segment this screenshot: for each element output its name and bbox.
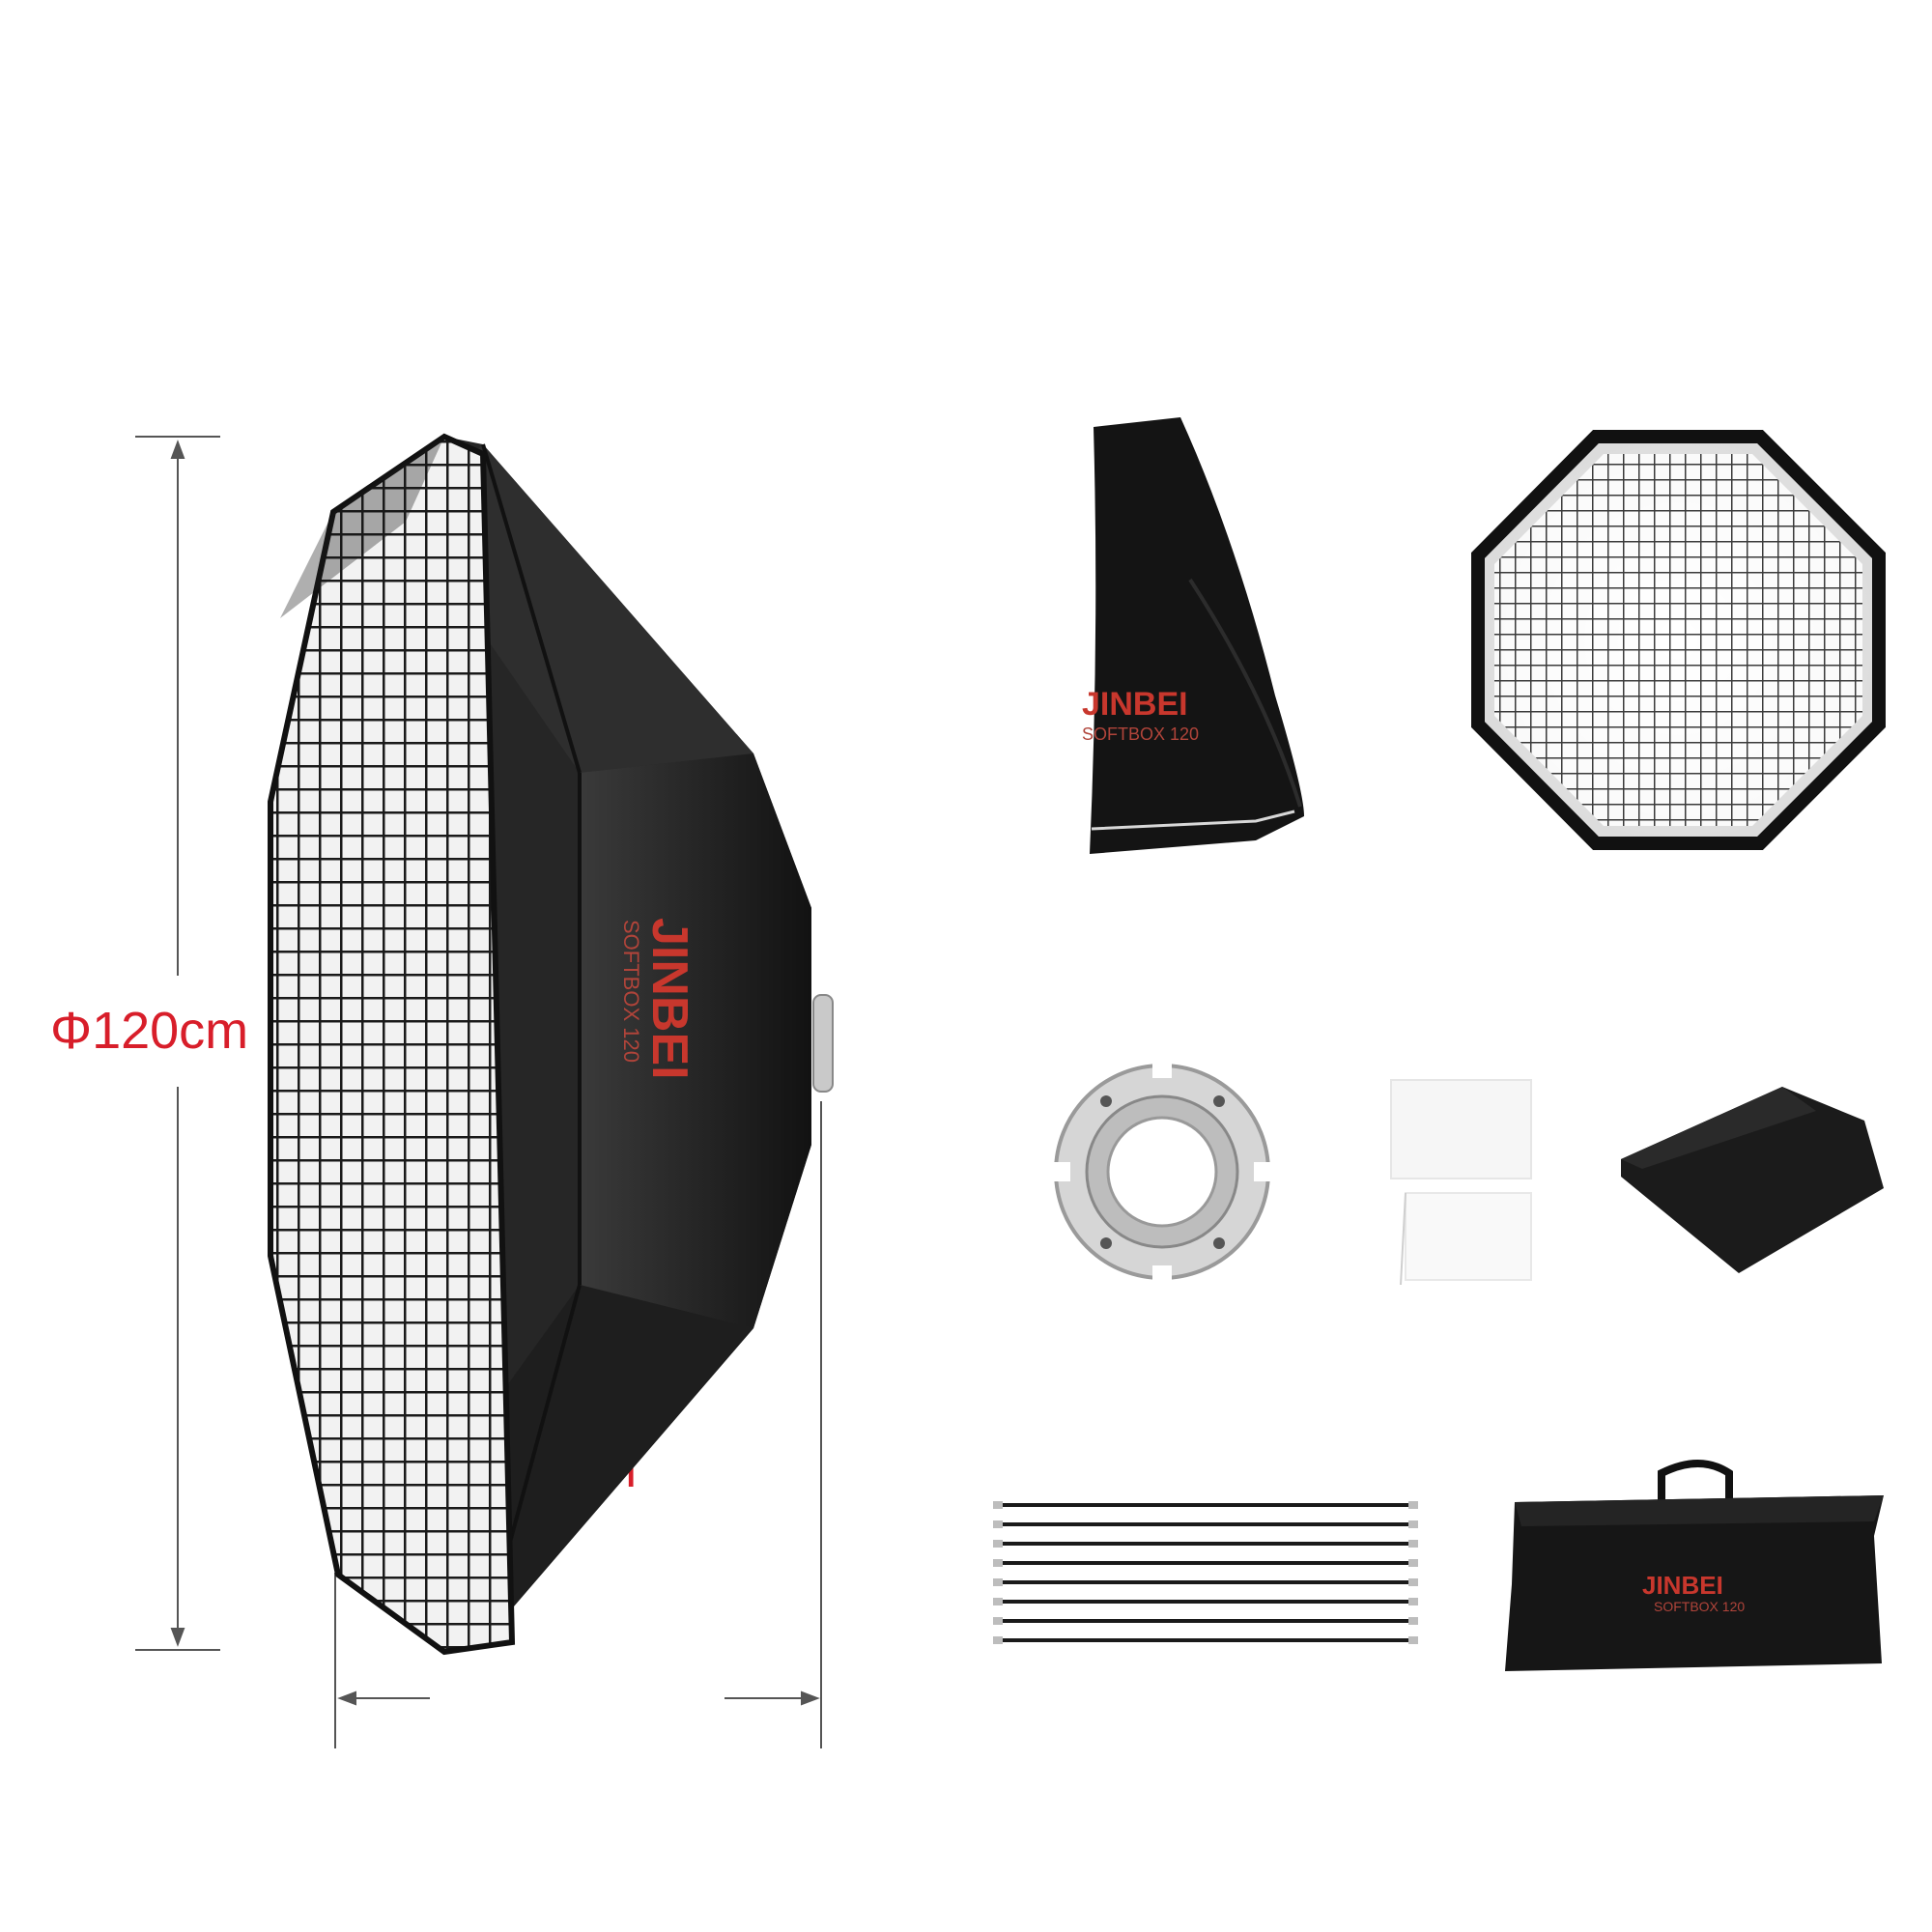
rods-icon [993, 1501, 1418, 1644]
height-dimension-label: Φ120cm [50, 1002, 249, 1060]
folded-softbox-brand-text: JINBEI [1082, 686, 1188, 723]
diffuser-icon [1390, 1079, 1532, 1286]
cloth-cover-icon [1621, 1087, 1884, 1273]
width-dimension-line [334, 1101, 822, 1748]
softbox-icon: JINBEI SOFTBOX 120 [268, 433, 834, 1656]
bag-brand-text: JINBEI [1642, 1571, 1723, 1600]
folded-softbox-model-text: SOFTBOX 120 [1082, 724, 1199, 744]
honeycomb-grid-icon [1471, 430, 1886, 850]
height-dimension-line [135, 436, 220, 1651]
carry-bag-icon: JINBEI SOFTBOX 120 [1505, 1460, 1884, 1671]
speed-ring-icon [1053, 1061, 1271, 1283]
folded-softbox-icon: JINBEI SOFTBOX 120 [1082, 417, 1304, 854]
bag-model-text: SOFTBOX 120 [1654, 1599, 1745, 1614]
softbox-brand-text: JINBEI [641, 918, 697, 1080]
softbox-model-text: SOFTBOX 120 [619, 920, 643, 1063]
